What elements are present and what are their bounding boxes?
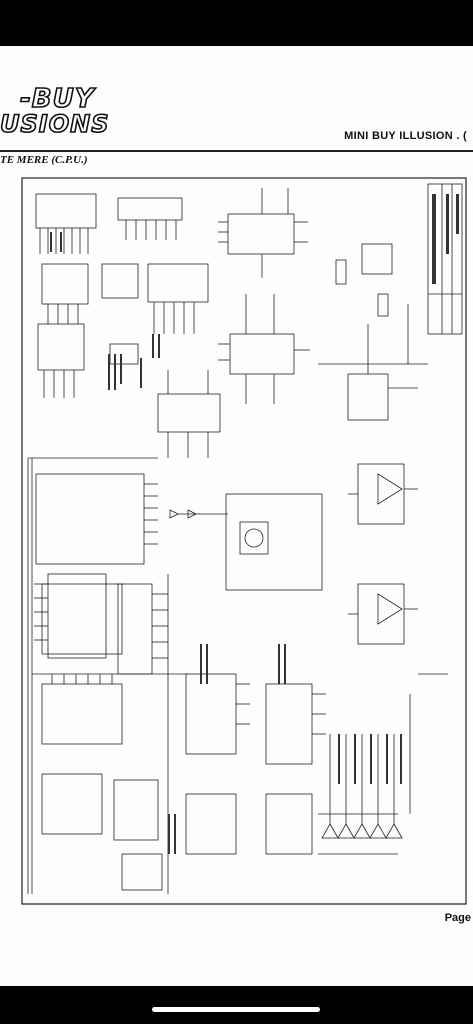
- home-indicator[interactable]: [152, 1007, 320, 1012]
- ic-lower-left: [41, 674, 123, 745]
- connector-j3: [41, 263, 89, 324]
- connector-j4: [101, 263, 209, 334]
- logo-line-1: -BUY: [19, 83, 95, 115]
- title-block: [427, 183, 463, 335]
- ic-left-upper: [35, 473, 158, 565]
- page-label: Page: [444, 912, 471, 924]
- ic-right-upper: [218, 188, 308, 278]
- schematic-annotations: [50, 194, 459, 854]
- connector-j5: [37, 323, 139, 398]
- bridge-section: [169, 493, 323, 591]
- opamp-upper: [348, 463, 418, 525]
- ic-center: [157, 370, 221, 458]
- opamp-lower: [348, 583, 418, 645]
- cpu-schematic-diagram: [21, 177, 467, 905]
- output-drivers: [318, 673, 448, 855]
- header-title: MINI BUY ILLUSION . (: [344, 130, 467, 142]
- ic-bottom-row: [41, 773, 313, 891]
- section-title: TE MERE (C.P.U.): [0, 154, 88, 166]
- ic-right-middle: [218, 294, 310, 404]
- ic-left-middle: [117, 583, 168, 675]
- connector-j2: [117, 197, 183, 240]
- ic-lower-center: [185, 673, 250, 755]
- logo-line-2: USIONS: [0, 109, 110, 139]
- header-divider: [0, 150, 473, 152]
- connector-j1: [35, 193, 97, 254]
- cpu-chip: [34, 573, 123, 659]
- status-bar: [0, 0, 473, 46]
- ic-lower-right: [265, 683, 326, 765]
- document-page: -BUY USIONS MINI BUY ILLUSION . ( TE MER…: [0, 46, 473, 986]
- power-section: [318, 243, 428, 421]
- brand-logo: -BUY USIONS: [0, 83, 110, 144]
